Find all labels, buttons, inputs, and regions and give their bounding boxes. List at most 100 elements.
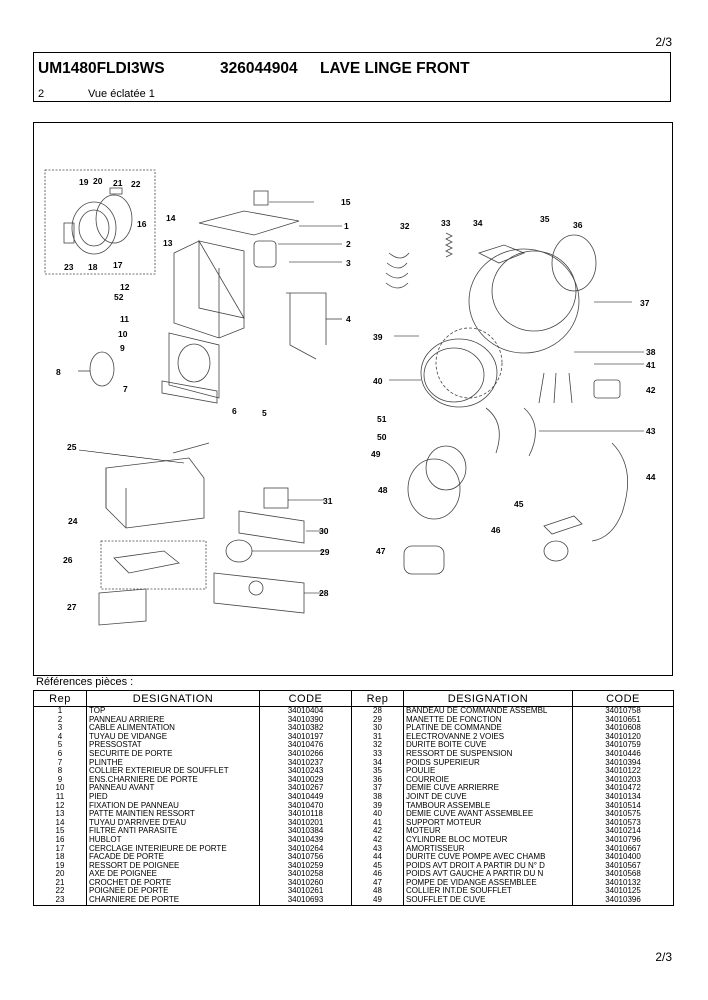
cell-code: 34010651	[572, 715, 674, 725]
parts-table-header: Rep DESIGNATION CODE Rep DESIGNATION COD…	[33, 690, 674, 707]
callout-20: 20	[93, 176, 103, 186]
cell-code: 34010264	[259, 844, 352, 854]
cell-code: 34010260	[259, 878, 352, 888]
callout-11: 11	[120, 314, 129, 324]
callout-17: 17	[113, 260, 123, 270]
cell-rep: 40	[351, 810, 404, 819]
cell-rep: 48	[351, 887, 404, 897]
cell-designation: FIXATION DE PANNEAU	[86, 801, 260, 811]
callout-37: 37	[640, 298, 650, 308]
cell-designation: PIED	[86, 792, 260, 802]
cell-code: 34010258	[259, 870, 352, 879]
cell-designation: RESSORT DE SUSPENSION	[403, 749, 573, 759]
page-number-bottom: 2/3	[655, 950, 672, 964]
cell-code: 34010382	[259, 724, 352, 733]
cell-rep: 39	[351, 801, 404, 811]
cell-designation: SOUFFLET DE CUVE	[403, 896, 573, 906]
cell-rep: 7	[33, 758, 87, 768]
callout-10: 10	[118, 329, 128, 339]
cell-rep: 10	[33, 784, 87, 793]
view-number: 2	[38, 88, 45, 100]
callout-52: 52	[114, 292, 124, 302]
cell-rep: 28	[351, 706, 404, 716]
callout-46: 46	[491, 525, 501, 535]
callout-9: 9	[120, 343, 125, 353]
callout-22: 22	[131, 179, 141, 189]
cell-code: 34010384	[259, 827, 352, 836]
cell-code: 34010400	[572, 853, 674, 862]
cell-designation: PRESSOSTAT	[86, 741, 260, 750]
cell-designation: TAMBOUR ASSEMBLE	[403, 801, 573, 811]
callout-1: 1	[344, 221, 349, 231]
cell-designation: TUYAU DE VIDANGE	[86, 732, 260, 742]
cell-designation: CYLINDRE BLOC MOTEUR	[403, 835, 573, 845]
col-rep-2: Rep	[351, 690, 404, 707]
cell-designation: FILTRE ANTI PARASITE	[86, 827, 260, 836]
cell-designation: HUBLOT	[86, 835, 260, 845]
exploded-view-diagram: 15 1 2 3 4 5 6 7 8 9 10 11 12 13 14 16 1…	[33, 122, 673, 676]
cell-rep: 37	[351, 784, 404, 793]
view-title: Vue éclatée 1	[88, 88, 155, 100]
cell-rep: 45	[351, 861, 404, 871]
cell-code: 34010756	[259, 853, 352, 862]
callout-39: 39	[373, 332, 383, 342]
cell-code: 34010449	[259, 792, 352, 802]
cell-designation: CERCLAGE INTERIEURE DE PORTE	[86, 844, 260, 854]
cell-designation: CABLE ALIMENTATION	[86, 724, 260, 733]
cell-designation: MOTEUR	[403, 827, 573, 836]
callout-23: 23	[64, 262, 74, 272]
exploded-view-drawing: 15 1 2 3 4 5 6 7 8 9 10 11 12 13 14 16 1…	[44, 169, 656, 626]
cell-designation: FACADE DE PORTE	[86, 853, 260, 862]
cell-code: 34010758	[572, 706, 674, 716]
cell-rep: 4	[33, 732, 87, 742]
callout-42: 42	[646, 385, 656, 395]
cell-rep: 19	[33, 861, 87, 871]
callout-24: 24	[68, 516, 78, 526]
cell-code: 34010693	[259, 896, 352, 906]
callout-30: 30	[319, 526, 329, 536]
callout-33: 33	[441, 218, 451, 228]
cell-code: 34010261	[259, 887, 352, 897]
cell-rep: 42	[351, 827, 404, 836]
cell-designation: RESSORT DE POIGNEE	[86, 861, 260, 871]
cell-rep: 42	[351, 835, 404, 845]
callout-15: 15	[341, 197, 351, 207]
cell-rep: 23	[33, 896, 87, 906]
cell-designation: COLLIER INT.DE SOUFFLET	[403, 887, 573, 897]
cell-rep: 49	[351, 896, 404, 906]
callout-25: 25	[67, 442, 77, 452]
cell-code: 34010608	[572, 724, 674, 733]
cell-code: 34010575	[572, 810, 674, 819]
cell-rep: 41	[351, 818, 404, 828]
cell-designation: TUYAU D'ARRIVEE D'EAU	[86, 818, 260, 828]
cell-rep: 44	[351, 853, 404, 862]
cell-code: 34010439	[259, 835, 352, 845]
cell-rep: 31	[351, 732, 404, 742]
col-code: CODE	[259, 690, 352, 707]
col-designation: DESIGNATION	[86, 690, 260, 707]
cell-designation: TOP	[86, 706, 260, 716]
callout-45: 45	[514, 499, 524, 509]
cell-code: 34010514	[572, 801, 674, 811]
cell-designation: PLATINE DE COMMANDE	[403, 724, 573, 733]
page-number-top: 2/3	[655, 35, 672, 49]
callout-7: 7	[123, 384, 128, 394]
cell-rep: 22	[33, 887, 87, 897]
cell-designation: ELECTROVANNE 2 VOIES	[403, 732, 573, 742]
cell-code: 34010122	[572, 767, 674, 776]
product-name: LAVE LINGE FRONT	[320, 60, 470, 77]
callout-44: 44	[646, 472, 656, 482]
callout-18: 18	[88, 262, 98, 272]
cell-designation: COURROIE	[403, 775, 573, 785]
cell-rep: 17	[33, 844, 87, 854]
callout-31: 31	[323, 496, 333, 506]
